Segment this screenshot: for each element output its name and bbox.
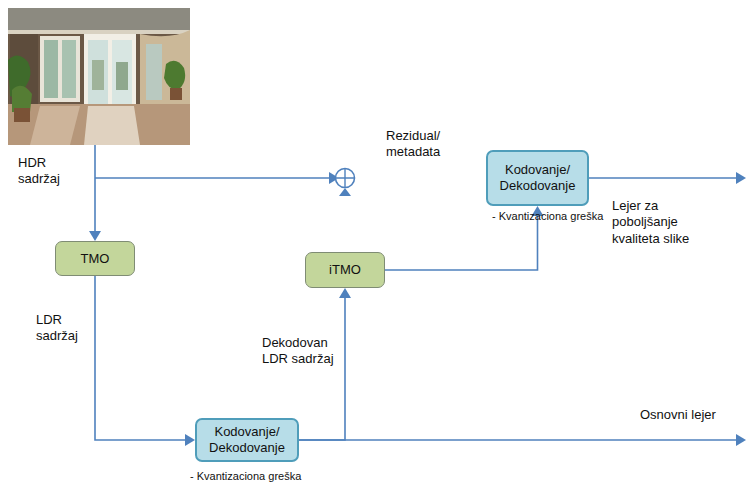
process-box: Kodovanje/ Dekodovanje [195,418,299,462]
input-label: HDR sadržaj [18,155,76,188]
connector-line [385,214,538,270]
edge-label: LDR sadržaj [36,312,90,345]
box-text: Kodovanje/ Dekodovanje [202,424,292,455]
note-text: - Kvantizaciona greška [190,470,330,484]
sum-junction [336,169,355,188]
edge-label: Rezidual/ metadata [386,128,464,161]
box-text: Kodovanje/ Dekodovanje [493,162,582,193]
connector-line [299,296,345,440]
flow-arrow [95,276,195,446]
hdr-photo [8,8,190,145]
box-text: TMO [81,251,110,267]
operator-box: TMO [55,241,135,276]
operator-box: iTMO [305,252,385,288]
process-box: Kodovanje/ Dekodovanje [486,150,589,206]
edge-label: Dekodovan LDR sadržaj [262,335,342,368]
arrow-head [339,288,351,298]
box-text: iTMO [329,262,361,278]
output-label: Lejer za poboljšanje kvaliteta slike [612,198,712,247]
arrow-head [185,434,195,446]
arrow-heads [89,172,746,446]
connector-line [95,276,187,440]
hdr-feed-lines [95,145,737,440]
output-label: Osnovni lejer [640,407,740,423]
note-text: - Kvantizaciona greška [492,210,632,224]
